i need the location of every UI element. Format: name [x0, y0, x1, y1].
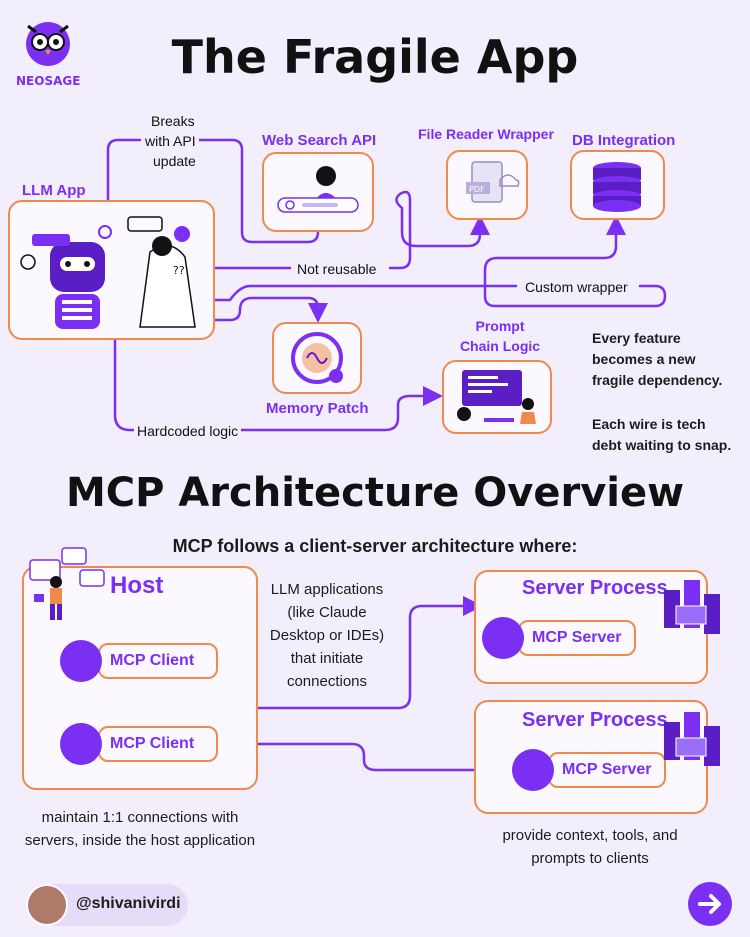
- note2-line-1: Each wire is tech: [592, 416, 706, 432]
- client-network-icon: [60, 640, 102, 682]
- client-network-icon: [60, 723, 102, 765]
- owl-icon: [26, 22, 70, 66]
- note2-line-2: debt waiting to snap.: [592, 437, 732, 453]
- neosage-logo: NEOSAGE: [16, 14, 80, 90]
- note1-line-3: fragile dependency.: [592, 372, 723, 388]
- search-icon: [277, 166, 359, 213]
- mcp-title: MCP Architecture Overview: [65, 470, 685, 516]
- mcp-client-2-label: MCP Client: [110, 735, 195, 752]
- memory-box: [272, 322, 362, 394]
- arrow-right-icon: [698, 894, 721, 914]
- host-desc-line-2: (like Claude: [287, 604, 367, 621]
- prompt-chain-illustration: [457, 370, 536, 424]
- file-reader-box: PDF: [446, 150, 528, 220]
- mcp-server-2: MCP Server: [548, 752, 666, 788]
- author-chip[interactable]: @shivanivirdi: [26, 884, 188, 926]
- file-reader-label: File Reader Wrapper: [418, 126, 554, 142]
- server-cloud-icon: [482, 617, 524, 659]
- llm-app-label: LLM App: [22, 182, 86, 199]
- mcp-client-1: MCP Client: [98, 643, 218, 679]
- robot-and-person-illustration: ??: [20, 216, 196, 329]
- host-desc-line-4: that initiate: [290, 650, 364, 667]
- server-process-label-1: Server Process: [522, 577, 668, 599]
- mcp-client-2: MCP Client: [98, 726, 218, 762]
- client-note-line-1: maintain 1:1 connections with: [41, 809, 239, 826]
- host-label: Host: [110, 572, 164, 599]
- brain-icon: [291, 332, 343, 384]
- prompt-box: [442, 360, 552, 434]
- server-note-line-2: prompts to clients: [531, 850, 649, 867]
- pdf-file-icon: PDF: [466, 161, 520, 203]
- fragile-title: The Fragile App: [171, 30, 579, 84]
- fragile-note-1: Every feature becomes a new fragile depe…: [592, 328, 722, 391]
- wire-label-breaks-1: Breaks: [148, 112, 198, 130]
- question-marks: ??: [173, 264, 185, 277]
- db-box: [570, 150, 665, 220]
- server-process-label-2: Server Process: [522, 709, 668, 731]
- brand-name: NEOSAGE: [16, 74, 81, 88]
- note1-line-2: becomes a new: [592, 351, 696, 367]
- web-search-label: Web Search API: [262, 132, 377, 149]
- mcp-server-1-label: MCP Server: [532, 629, 622, 646]
- mcp-client-1-label: MCP Client: [110, 652, 195, 669]
- fragile-note-2: Each wire is tech debt waiting to snap.: [592, 414, 731, 456]
- host-desc-line-3: Desktop or IDEs): [269, 627, 385, 644]
- wire-label-custom-wrapper: Custom wrapper: [522, 278, 631, 296]
- host-desc-line-5: connections: [286, 673, 368, 690]
- server-note: provide context, tools, and prompts to c…: [470, 824, 710, 870]
- web-search-box: [262, 152, 374, 232]
- next-button[interactable]: [688, 882, 732, 926]
- mcp-server-2-label: MCP Server: [562, 761, 652, 778]
- avatar: [26, 884, 68, 926]
- wire-label-breaks-2: with API: [142, 132, 199, 150]
- host-description: LLM applications (like Claude Desktop or…: [258, 578, 396, 693]
- client-note: maintain 1:1 connections with servers, i…: [0, 806, 280, 852]
- wire-label-not-reusable: Not reusable: [294, 260, 380, 278]
- prompt-label-2: Chain Logic: [459, 338, 541, 354]
- prompt-label-1: Prompt: [475, 318, 525, 334]
- pdf-label: PDF: [469, 185, 485, 194]
- db-label: DB Integration: [572, 132, 676, 149]
- author-handle: @shivanivirdi: [76, 895, 181, 912]
- client-note-line-2: servers, inside the host application: [24, 832, 256, 849]
- mcp-subtitle: MCP follows a client-server architecture…: [172, 536, 578, 556]
- llm-app-box: ??: [8, 200, 215, 340]
- memory-label: Memory Patch: [266, 400, 369, 417]
- server-note-line-1: provide context, tools, and: [502, 827, 678, 844]
- database-icon: [593, 162, 641, 212]
- host-desc-line-1: LLM applications: [270, 581, 384, 598]
- server-cloud-icon: [512, 749, 554, 791]
- mcp-server-1: MCP Server: [518, 620, 636, 656]
- note1-line-1: Every feature: [592, 330, 681, 346]
- wire-label-breaks-3: update: [150, 152, 199, 170]
- wire-label-hardcoded: Hardcoded logic: [134, 422, 242, 440]
